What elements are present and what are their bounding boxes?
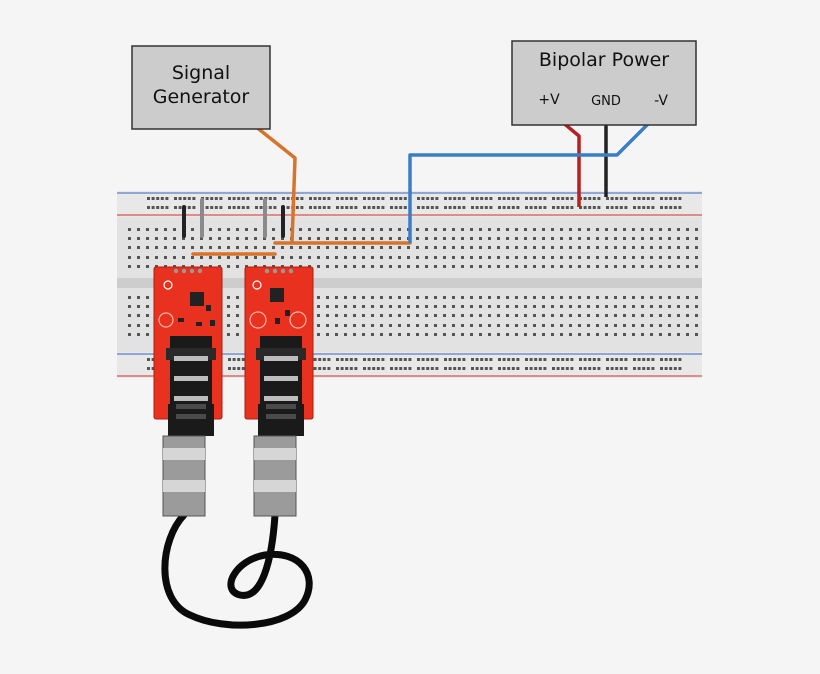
minus-v-wire bbox=[408, 109, 663, 243]
audio-jack-breakout-board bbox=[153, 266, 223, 436]
signal-generator-label-line2: Generator bbox=[153, 86, 250, 108]
audio-plug bbox=[253, 435, 297, 517]
minus-v-label: -V bbox=[654, 93, 668, 109]
audio-jack-breakout-board bbox=[244, 266, 314, 436]
audio-jack bbox=[170, 336, 212, 406]
plus-v-label: +V bbox=[538, 92, 560, 108]
bipolar-power-box: Bipolar Power +V GND -V bbox=[511, 40, 697, 126]
gnd-label: GND bbox=[591, 94, 621, 109]
jumper-wires bbox=[182, 198, 412, 256]
patch-cable bbox=[161, 511, 313, 629]
audio-jack bbox=[260, 336, 302, 406]
chip bbox=[190, 292, 204, 306]
bipolar-power-label: Bipolar Power bbox=[539, 49, 669, 71]
center-channel bbox=[117, 278, 702, 288]
signal-generator-label-line1: Signal bbox=[172, 62, 230, 84]
signal-generator-box: Signal Generator bbox=[131, 45, 271, 130]
chip bbox=[270, 288, 284, 302]
audio-plug bbox=[162, 435, 206, 517]
signal-wire bbox=[243, 116, 297, 244]
